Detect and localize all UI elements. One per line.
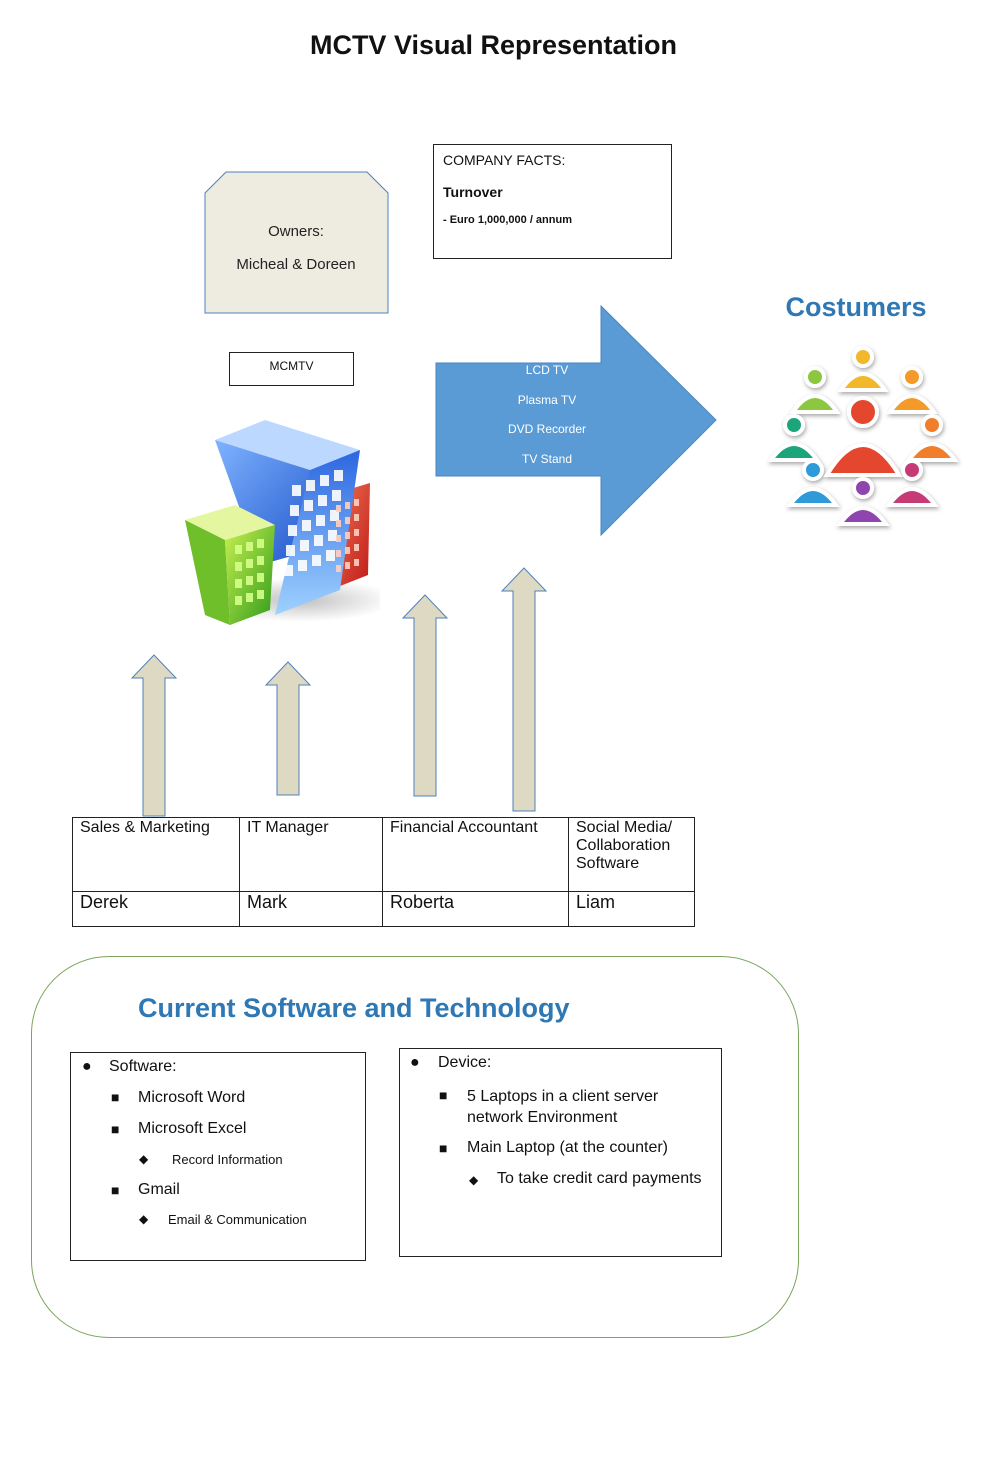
company-facts-box: COMPANY FACTS: Turnover - Euro 1,000,000… <box>433 144 672 259</box>
owners-names: Micheal & Doreen <box>236 256 356 273</box>
role-row: Sales & Marketing IT Manager Financial A… <box>72 817 695 892</box>
role-cell: IT Manager <box>239 817 383 892</box>
products-arrow <box>435 305 717 537</box>
role-cell: Social Media/ Collaboration Software <box>568 817 695 892</box>
square-bullet: ■ <box>439 1087 448 1103</box>
round-bullet: ● <box>410 1054 420 1071</box>
up-arrow <box>130 654 178 817</box>
page-title: MCTV Visual Representation <box>309 30 678 60</box>
software-subitem: Email & Communication <box>168 1212 307 1227</box>
product-item: LCD TV <box>525 363 569 377</box>
name-cell: Liam <box>568 891 695 927</box>
customer-group-icon <box>767 346 959 526</box>
software-item: Microsoft Word <box>138 1089 246 1106</box>
product-item: Plasma TV <box>517 392 577 407</box>
product-list: LCD TV Plasma TV DVD Recorder TV Stand <box>436 363 658 481</box>
square-bullet: ■ <box>111 1089 120 1105</box>
turnover-value: - Euro 1,000,000 / annum <box>443 214 572 226</box>
name-cell: Derek <box>72 891 240 927</box>
software-section-title: Current Software and Technology <box>138 993 570 1023</box>
device-box: ● Device: ■ 5 Laptops in a client server… <box>399 1048 722 1257</box>
turnover-label: Turnover <box>443 184 503 200</box>
software-box: ● Software: ■ Microsoft Word ■ Microsoft… <box>70 1052 366 1261</box>
device-heading: Device: <box>438 1054 492 1071</box>
software-subitem: Record Information <box>172 1152 283 1167</box>
name-cell: Mark <box>239 891 383 927</box>
staff-table: Sales & Marketing IT Manager Financial A… <box>72 817 695 927</box>
role-cell: Financial Accountant <box>382 817 569 892</box>
product-item: TV Stand <box>521 451 573 466</box>
device-item: Main Laptop (at the counter) <box>467 1139 669 1156</box>
diamond-bullet: ◆ <box>139 1212 149 1226</box>
name-cell: Roberta <box>382 891 569 927</box>
diamond-bullet: ◆ <box>139 1152 149 1166</box>
round-bullet: ● <box>82 1058 92 1075</box>
software-panel <box>31 956 799 1338</box>
role-cell: Sales & Marketing <box>72 817 240 892</box>
diamond-bullet: ◆ <box>469 1173 479 1187</box>
software-item: Microsoft Excel <box>138 1120 247 1137</box>
up-arrow <box>264 661 312 796</box>
up-arrow <box>401 594 449 797</box>
device-item: 5 Laptops in a client server network Env… <box>467 1088 659 1126</box>
device-subitem: To take credit card payments <box>497 1170 702 1187</box>
owners-heading: Owners: <box>268 223 324 240</box>
square-bullet: ■ <box>111 1121 120 1137</box>
square-bullet: ■ <box>111 1182 120 1198</box>
company-facts-heading: COMPANY FACTS: <box>443 152 566 168</box>
name-row: Derek Mark Roberta Liam <box>72 891 695 927</box>
software-item: Gmail <box>138 1181 180 1198</box>
up-arrow <box>500 567 548 812</box>
owners-label: Owners: Micheal & Doreen <box>204 215 388 281</box>
square-bullet: ■ <box>439 1140 448 1156</box>
software-heading: Software: <box>109 1058 177 1075</box>
customers-title: Costumers <box>785 292 927 322</box>
product-item: DVD Recorder <box>507 422 587 436</box>
owners-shape <box>204 171 389 314</box>
company-name-box: MCMTV <box>229 352 354 386</box>
office-building-icon <box>185 420 380 625</box>
